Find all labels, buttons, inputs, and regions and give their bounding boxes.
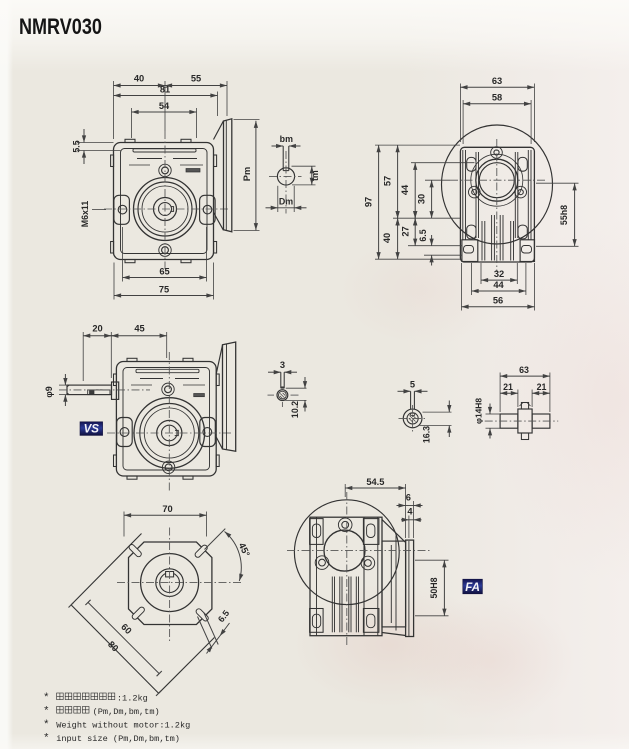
svg-text:75: 75: [159, 284, 169, 294]
svg-text:65: 65: [159, 266, 169, 276]
svg-text:55: 55: [191, 74, 201, 84]
svg-text:20: 20: [92, 324, 102, 334]
svg-text:54: 54: [159, 101, 170, 111]
svg-text:27: 27: [400, 226, 410, 236]
svg-text:3: 3: [280, 360, 285, 370]
svg-text:45°: 45°: [237, 541, 252, 558]
svg-text:*: *: [43, 693, 50, 705]
svg-text:40: 40: [134, 74, 144, 84]
svg-text:16.3: 16.3: [422, 426, 432, 443]
svg-text:bm: bm: [280, 134, 293, 144]
svg-text:FA: FA: [465, 582, 480, 594]
svg-text:70: 70: [162, 504, 172, 514]
svg-text:44: 44: [400, 184, 410, 195]
svg-text:54.5: 54.5: [366, 477, 384, 487]
svg-text:φ14H8: φ14H8: [474, 398, 484, 424]
svg-text:Pm: Pm: [242, 167, 252, 181]
svg-text:97: 97: [364, 197, 374, 207]
svg-text:6.5: 6.5: [216, 608, 231, 624]
svg-text:63: 63: [492, 76, 502, 86]
svg-text:60: 60: [119, 622, 133, 636]
svg-text:5.5: 5.5: [72, 140, 82, 152]
svg-text:21: 21: [537, 382, 547, 392]
svg-text:32: 32: [494, 269, 504, 279]
svg-text:40: 40: [382, 233, 392, 243]
svg-text:4: 4: [407, 507, 413, 517]
svg-text:55h8: 55h8: [559, 205, 569, 225]
svg-text:10.2: 10.2: [290, 401, 300, 418]
svg-text:*: *: [43, 720, 50, 732]
svg-text:57: 57: [382, 176, 392, 186]
svg-text:63: 63: [519, 365, 529, 375]
svg-text:45: 45: [134, 324, 144, 334]
svg-text::1.2kg: :1.2kg: [117, 694, 148, 704]
svg-text:44: 44: [493, 280, 504, 290]
svg-text:21: 21: [503, 382, 513, 392]
svg-text:M6x11: M6x11: [80, 201, 90, 228]
svg-text:58: 58: [492, 93, 502, 103]
svg-text:50H8: 50H8: [429, 577, 439, 598]
svg-text:80: 80: [106, 639, 120, 653]
svg-text:*: *: [43, 706, 50, 718]
svg-text:(Pm,Dm,bm,tm): (Pm,Dm,bm,tm): [93, 707, 160, 717]
svg-text:6: 6: [406, 492, 411, 502]
svg-text:φ9: φ9: [44, 386, 54, 397]
svg-text:30: 30: [417, 194, 427, 204]
svg-text:81: 81: [160, 84, 170, 94]
svg-text:VS: VS: [84, 424, 100, 436]
svg-text:input size (Pm,Dm,bm,tm): input size (Pm,Dm,bm,tm): [56, 734, 180, 744]
svg-text:6.5: 6.5: [418, 229, 428, 241]
svg-text:tm: tm: [310, 170, 320, 181]
svg-text:Weight without motor:1.2kg: Weight without motor:1.2kg: [56, 721, 190, 731]
svg-text:56: 56: [493, 296, 503, 306]
svg-text:*: *: [43, 733, 50, 745]
svg-text:5: 5: [410, 380, 415, 390]
